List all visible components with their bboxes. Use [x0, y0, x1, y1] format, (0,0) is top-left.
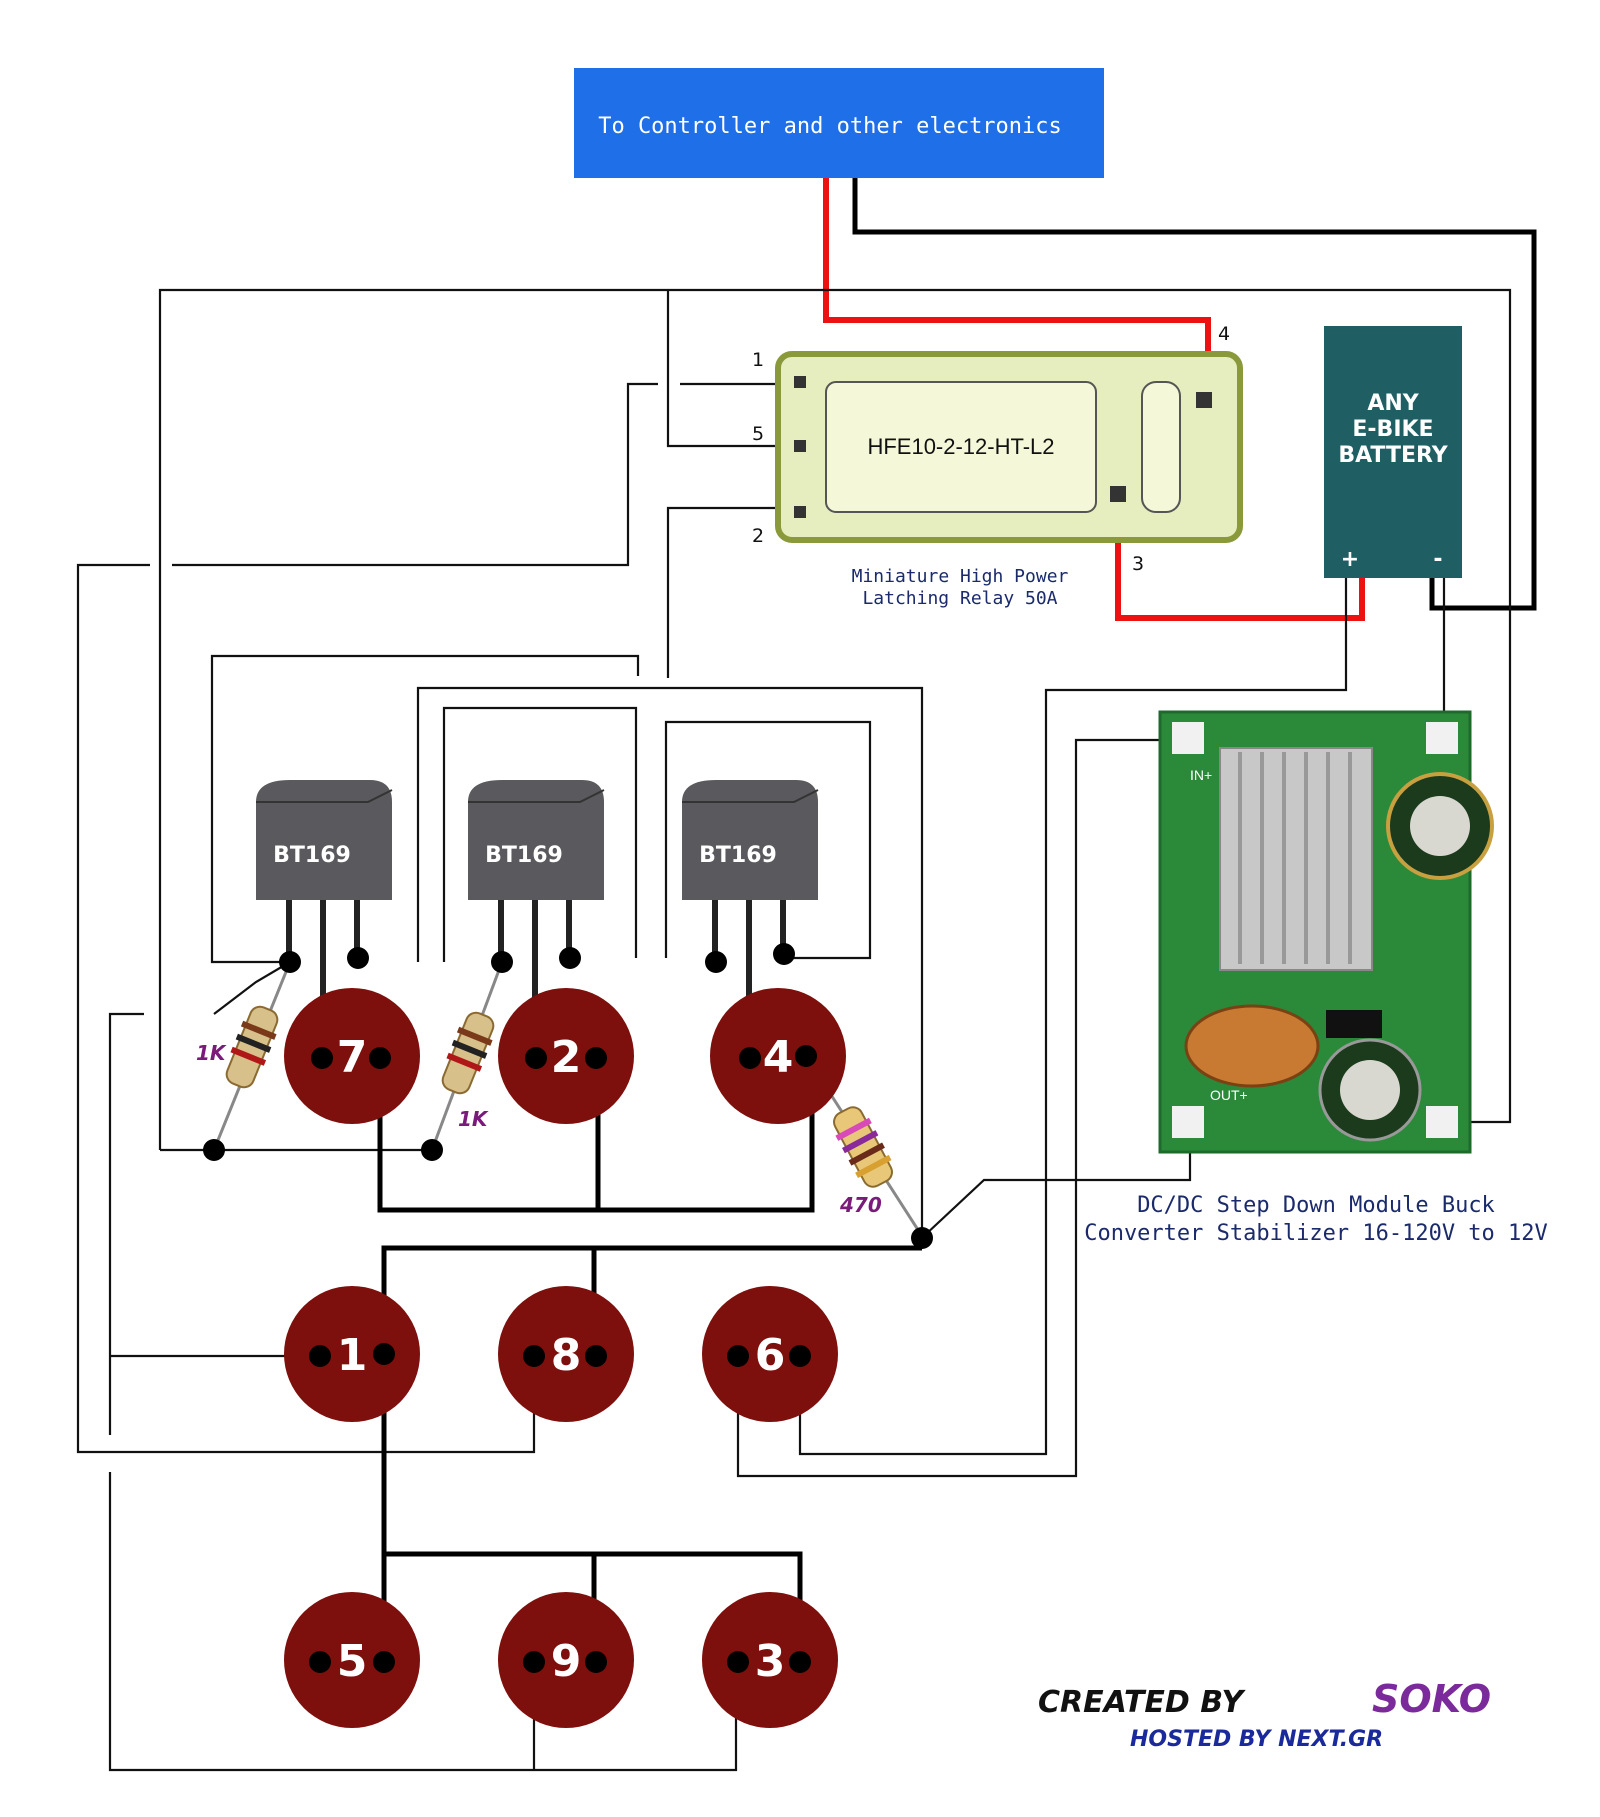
ground-wires: [852, 178, 1537, 611]
relay-pin-3: 3: [1132, 553, 1144, 575]
resistor-1k-middle-label: 1K: [458, 1107, 489, 1131]
battery-minus: -: [1433, 547, 1442, 572]
converter-out-label: OUT+: [1210, 1087, 1248, 1103]
pad-6: 6: [702, 1286, 838, 1422]
pad-7-label: 7: [337, 1032, 368, 1083]
battery-line2: E-BIKE: [1352, 417, 1433, 442]
converter-caption-line2: Converter Stabilizer 16-120V to 12V: [1084, 1221, 1548, 1246]
thyristor-2-label: BT169: [485, 843, 563, 868]
pad-1: 1: [284, 1286, 420, 1422]
ebike-battery: ANY E-BIKE BATTERY + -: [1324, 326, 1462, 578]
relay-part-label: HFE10-2-12-HT-L2: [867, 434, 1054, 459]
pad-5: 5: [284, 1592, 420, 1728]
pad-5-label: 5: [337, 1636, 368, 1687]
positive-wires: [823, 178, 1365, 621]
thyristor-2: BT169: [468, 780, 605, 1050]
pad-3: 3: [702, 1592, 838, 1728]
battery-plus: +: [1341, 547, 1359, 572]
pad-4: 4: [710, 988, 846, 1124]
relay-pin-2: 2: [752, 525, 764, 547]
pad-7: 7: [284, 988, 420, 1124]
credit-hosted: HOSTED BY NEXT.GR: [1130, 1727, 1383, 1752]
pad-8: 8: [498, 1286, 634, 1422]
resistor-1k-left-label: 1K: [196, 1041, 227, 1065]
signal-wires: [76, 288, 1512, 1772]
converter-in-label: IN+: [1190, 767, 1212, 783]
relay-pin-1: 1: [752, 349, 764, 371]
pad-8-label: 8: [551, 1330, 582, 1381]
pad-9-label: 9: [551, 1636, 582, 1687]
credit-created: CREATED BY: [1038, 1685, 1246, 1720]
pad-2-label: 2: [551, 1032, 582, 1083]
pad-9: 9: [498, 1592, 634, 1728]
pad-1-label: 1: [337, 1330, 368, 1381]
relay-caption-line1: Miniature High Power: [852, 566, 1069, 587]
thyristor-1-label: BT169: [273, 843, 351, 868]
thyristor-3: BT169: [682, 780, 819, 1050]
pad-bus-wires: [377, 1058, 922, 1662]
resistor-1k-left: 1K: [196, 961, 292, 1151]
pad-3-label: 3: [755, 1636, 786, 1687]
credit-block: CREATED BY SOKO HOSTED BY NEXT.GR: [1038, 1677, 1491, 1752]
thyristor-3-label: BT169: [699, 843, 777, 868]
pad-2: 2: [498, 988, 634, 1124]
resistor-470-label: 470: [839, 1193, 882, 1217]
resistor-1k-middle: 1K: [430, 961, 504, 1151]
relay-caption-line2: Latching Relay 50A: [862, 588, 1057, 609]
dcdc-converter: IN+ OUT+ DC/DC Step Down Module Buck Con…: [1084, 710, 1548, 1246]
controller-label: To Controller and other electronics: [598, 114, 1062, 139]
pad-4-label: 4: [763, 1032, 794, 1083]
converter-caption-line1: DC/DC Step Down Module Buck: [1137, 1193, 1495, 1218]
credit-author: SOKO: [1372, 1677, 1491, 1721]
battery-line3: BATTERY: [1338, 443, 1448, 468]
pad-6-label: 6: [755, 1330, 786, 1381]
relay-pin-4: 4: [1218, 323, 1230, 345]
resistor-470: 470: [804, 1055, 924, 1237]
relay-pin-5: 5: [752, 423, 764, 445]
latching-relay: HFE10-2-12-HT-L2 1 5 2 4 3 Miniature Hig…: [752, 323, 1243, 609]
thyristor-1: BT169: [256, 780, 393, 1050]
junction-dots: [203, 943, 933, 1249]
battery-line1: ANY: [1367, 391, 1419, 416]
controller-box: To Controller and other electronics: [574, 68, 1104, 178]
